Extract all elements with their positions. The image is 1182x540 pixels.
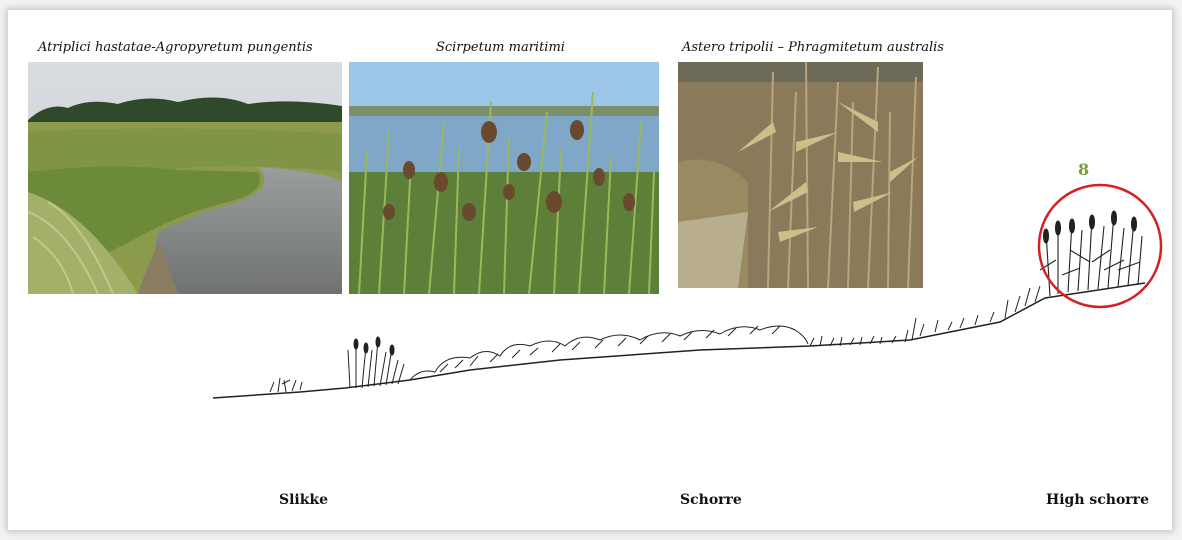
scirpus-clump: [348, 337, 404, 388]
phragmites-reeds-drawing: [1040, 211, 1142, 296]
highlight-circle: [1039, 185, 1161, 307]
zone-label-high-schorre: High schorre: [1046, 492, 1149, 508]
schorre-shrubs: [410, 326, 808, 380]
slikke-vegetation: [270, 378, 302, 392]
ground-profile-line: [213, 283, 1145, 398]
zone-label-slikke: Slikke: [279, 492, 328, 508]
zone-label-schorre: Schorre: [680, 492, 742, 508]
